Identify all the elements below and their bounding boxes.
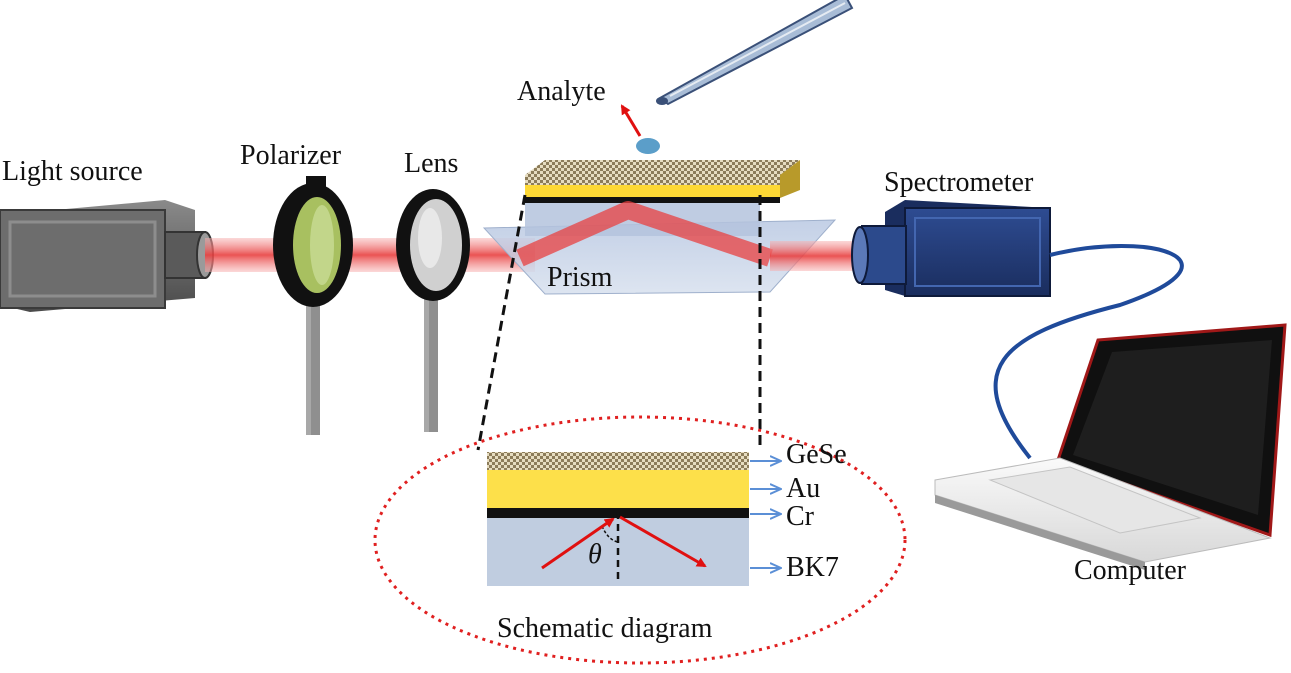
layer-label-cr: Cr — [786, 501, 814, 532]
data-cable — [993, 243, 1184, 460]
analyte-droplet — [636, 138, 660, 154]
light-source-device — [0, 200, 214, 312]
incident-ray — [541, 517, 615, 570]
layer-label-gese: GeSe — [786, 439, 847, 470]
angle-theta-label: θ — [588, 539, 602, 570]
layer-label-au: Au — [786, 473, 821, 504]
pipette — [656, 0, 854, 106]
projection-line-left — [476, 194, 527, 451]
polarizer-label: Polarizer — [240, 140, 342, 171]
prism-label: Prism — [547, 262, 613, 293]
laptop-computer — [934, 323, 1287, 570]
computer-label: Computer — [1074, 555, 1186, 586]
layer-label-bk7: BK7 — [786, 552, 839, 583]
polarizer-device — [273, 176, 353, 435]
schematic-stack — [487, 452, 749, 586]
analyte-arrow — [620, 104, 642, 137]
analyte-label: Analyte — [517, 76, 606, 107]
spectrometer-device — [851, 200, 1051, 297]
schematic-outline — [373, 415, 907, 665]
angle-arc — [601, 525, 619, 543]
light-beam-1 — [205, 238, 535, 272]
light-beam-2 — [770, 241, 860, 271]
light-source-label: Light source — [2, 156, 143, 187]
lens-device — [396, 189, 470, 432]
lens-label: Lens — [404, 148, 459, 179]
layer-au — [487, 470, 749, 508]
sensor-chip — [525, 160, 800, 203]
spectrometer-label: Spectrometer — [884, 167, 1034, 198]
layer-gese — [487, 452, 749, 470]
reflected-ray — [619, 515, 707, 568]
schematic-diagram-label: Schematic diagram — [497, 613, 713, 644]
reflected-beam — [516, 201, 773, 267]
